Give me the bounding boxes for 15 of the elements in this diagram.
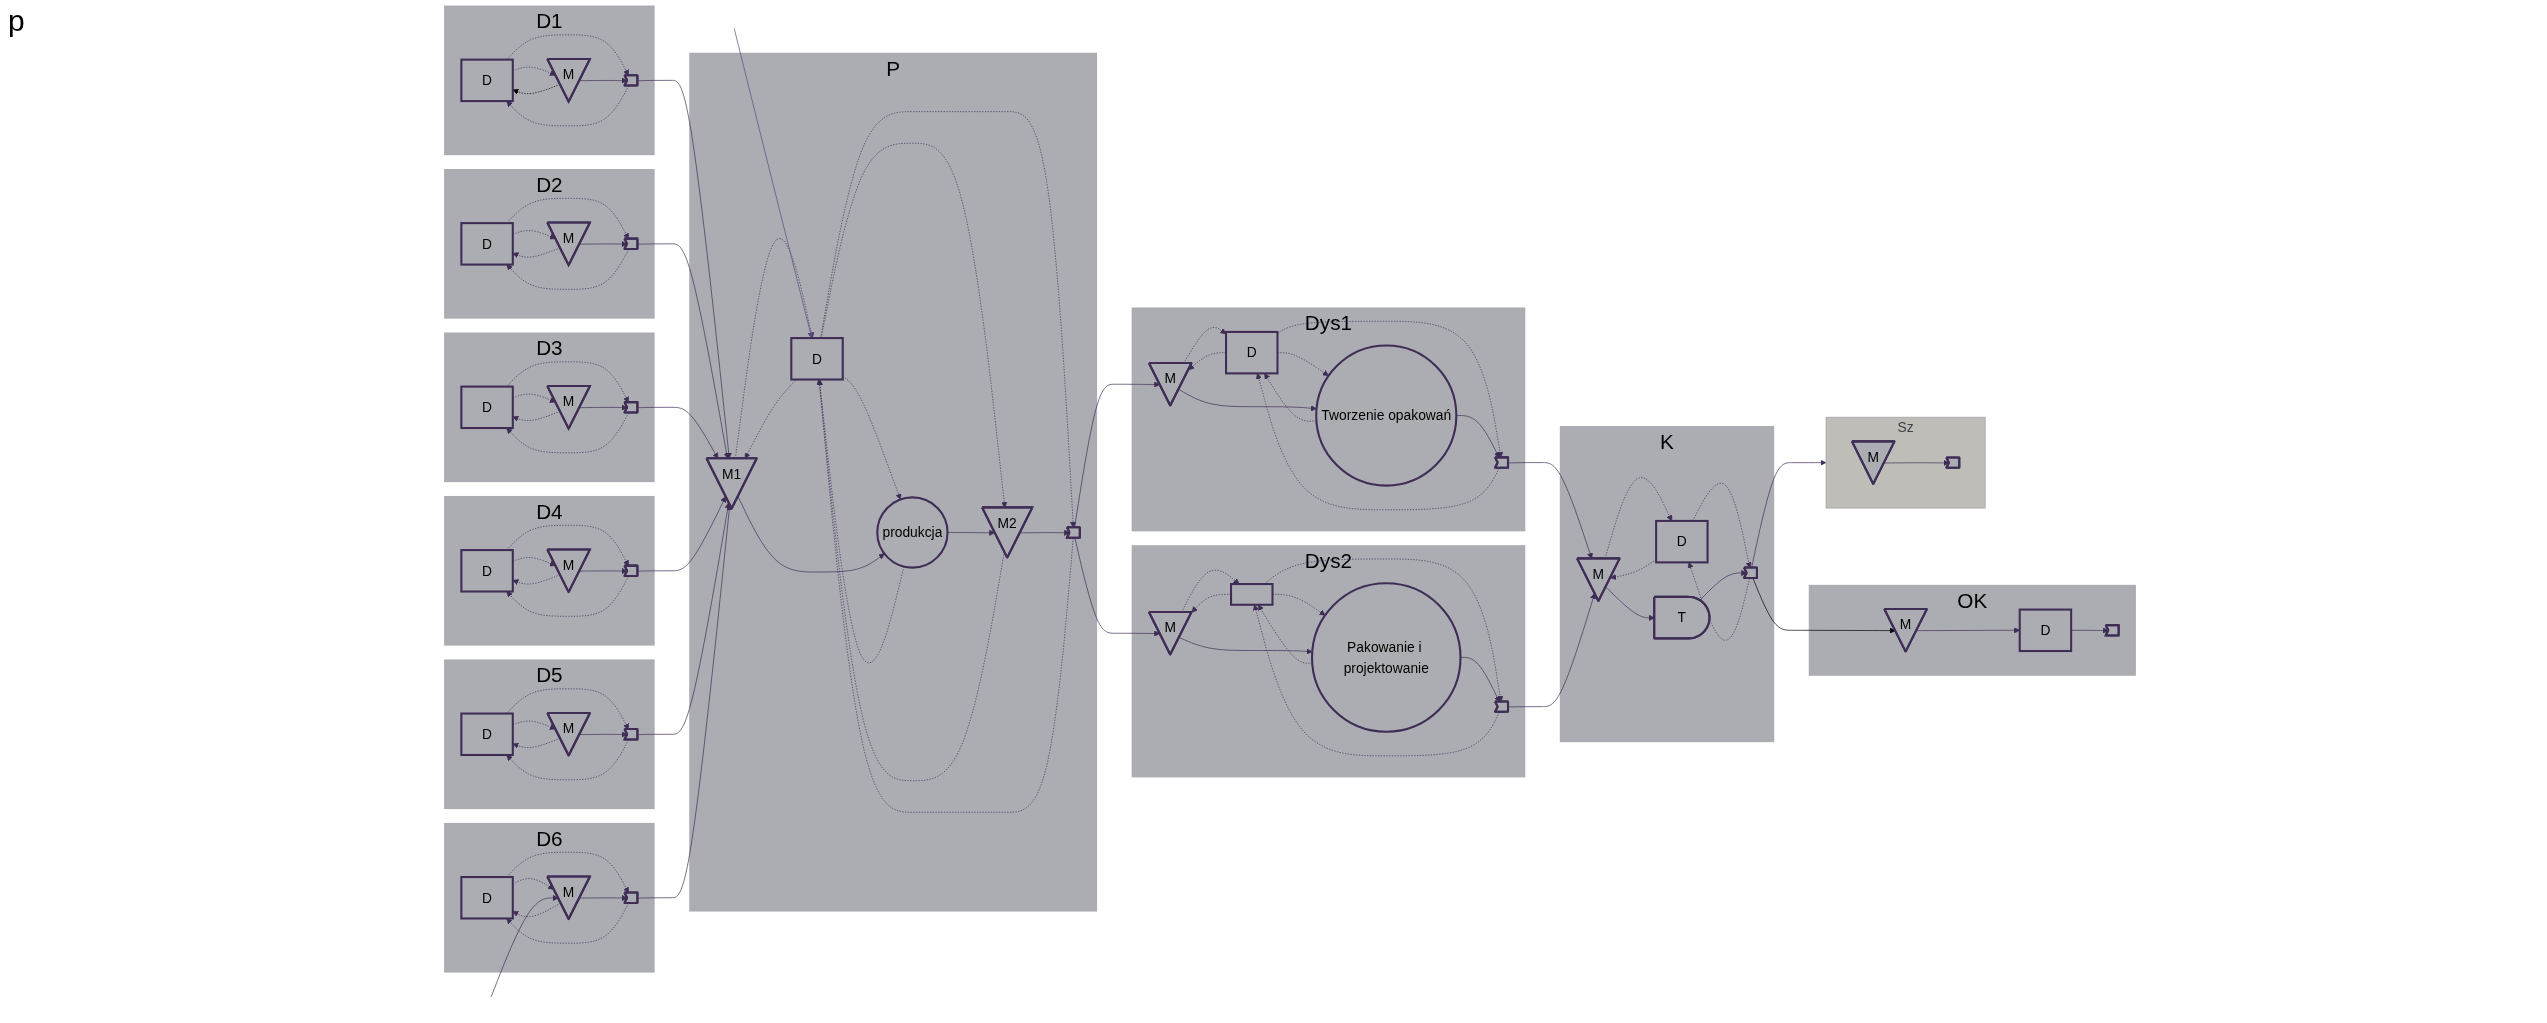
node-circle: Tworzenie opakowań [1315,344,1458,487]
node-box: D [1655,519,1709,564]
node-box: D [2018,608,2073,653]
node-circle: Pakowanie i projektowanie [1310,582,1462,733]
node-box: D [460,712,514,757]
node-box: D [460,876,514,920]
node-box: D [790,337,844,381]
node-circle: produkcja [876,496,949,569]
label-text: p [8,4,25,38]
node-box: D [460,58,514,103]
node-box: D [460,549,514,593]
node-box: D [1225,330,1279,375]
node-box [1230,583,1274,606]
node-box: D [460,385,514,430]
node-box: D [460,222,514,266]
